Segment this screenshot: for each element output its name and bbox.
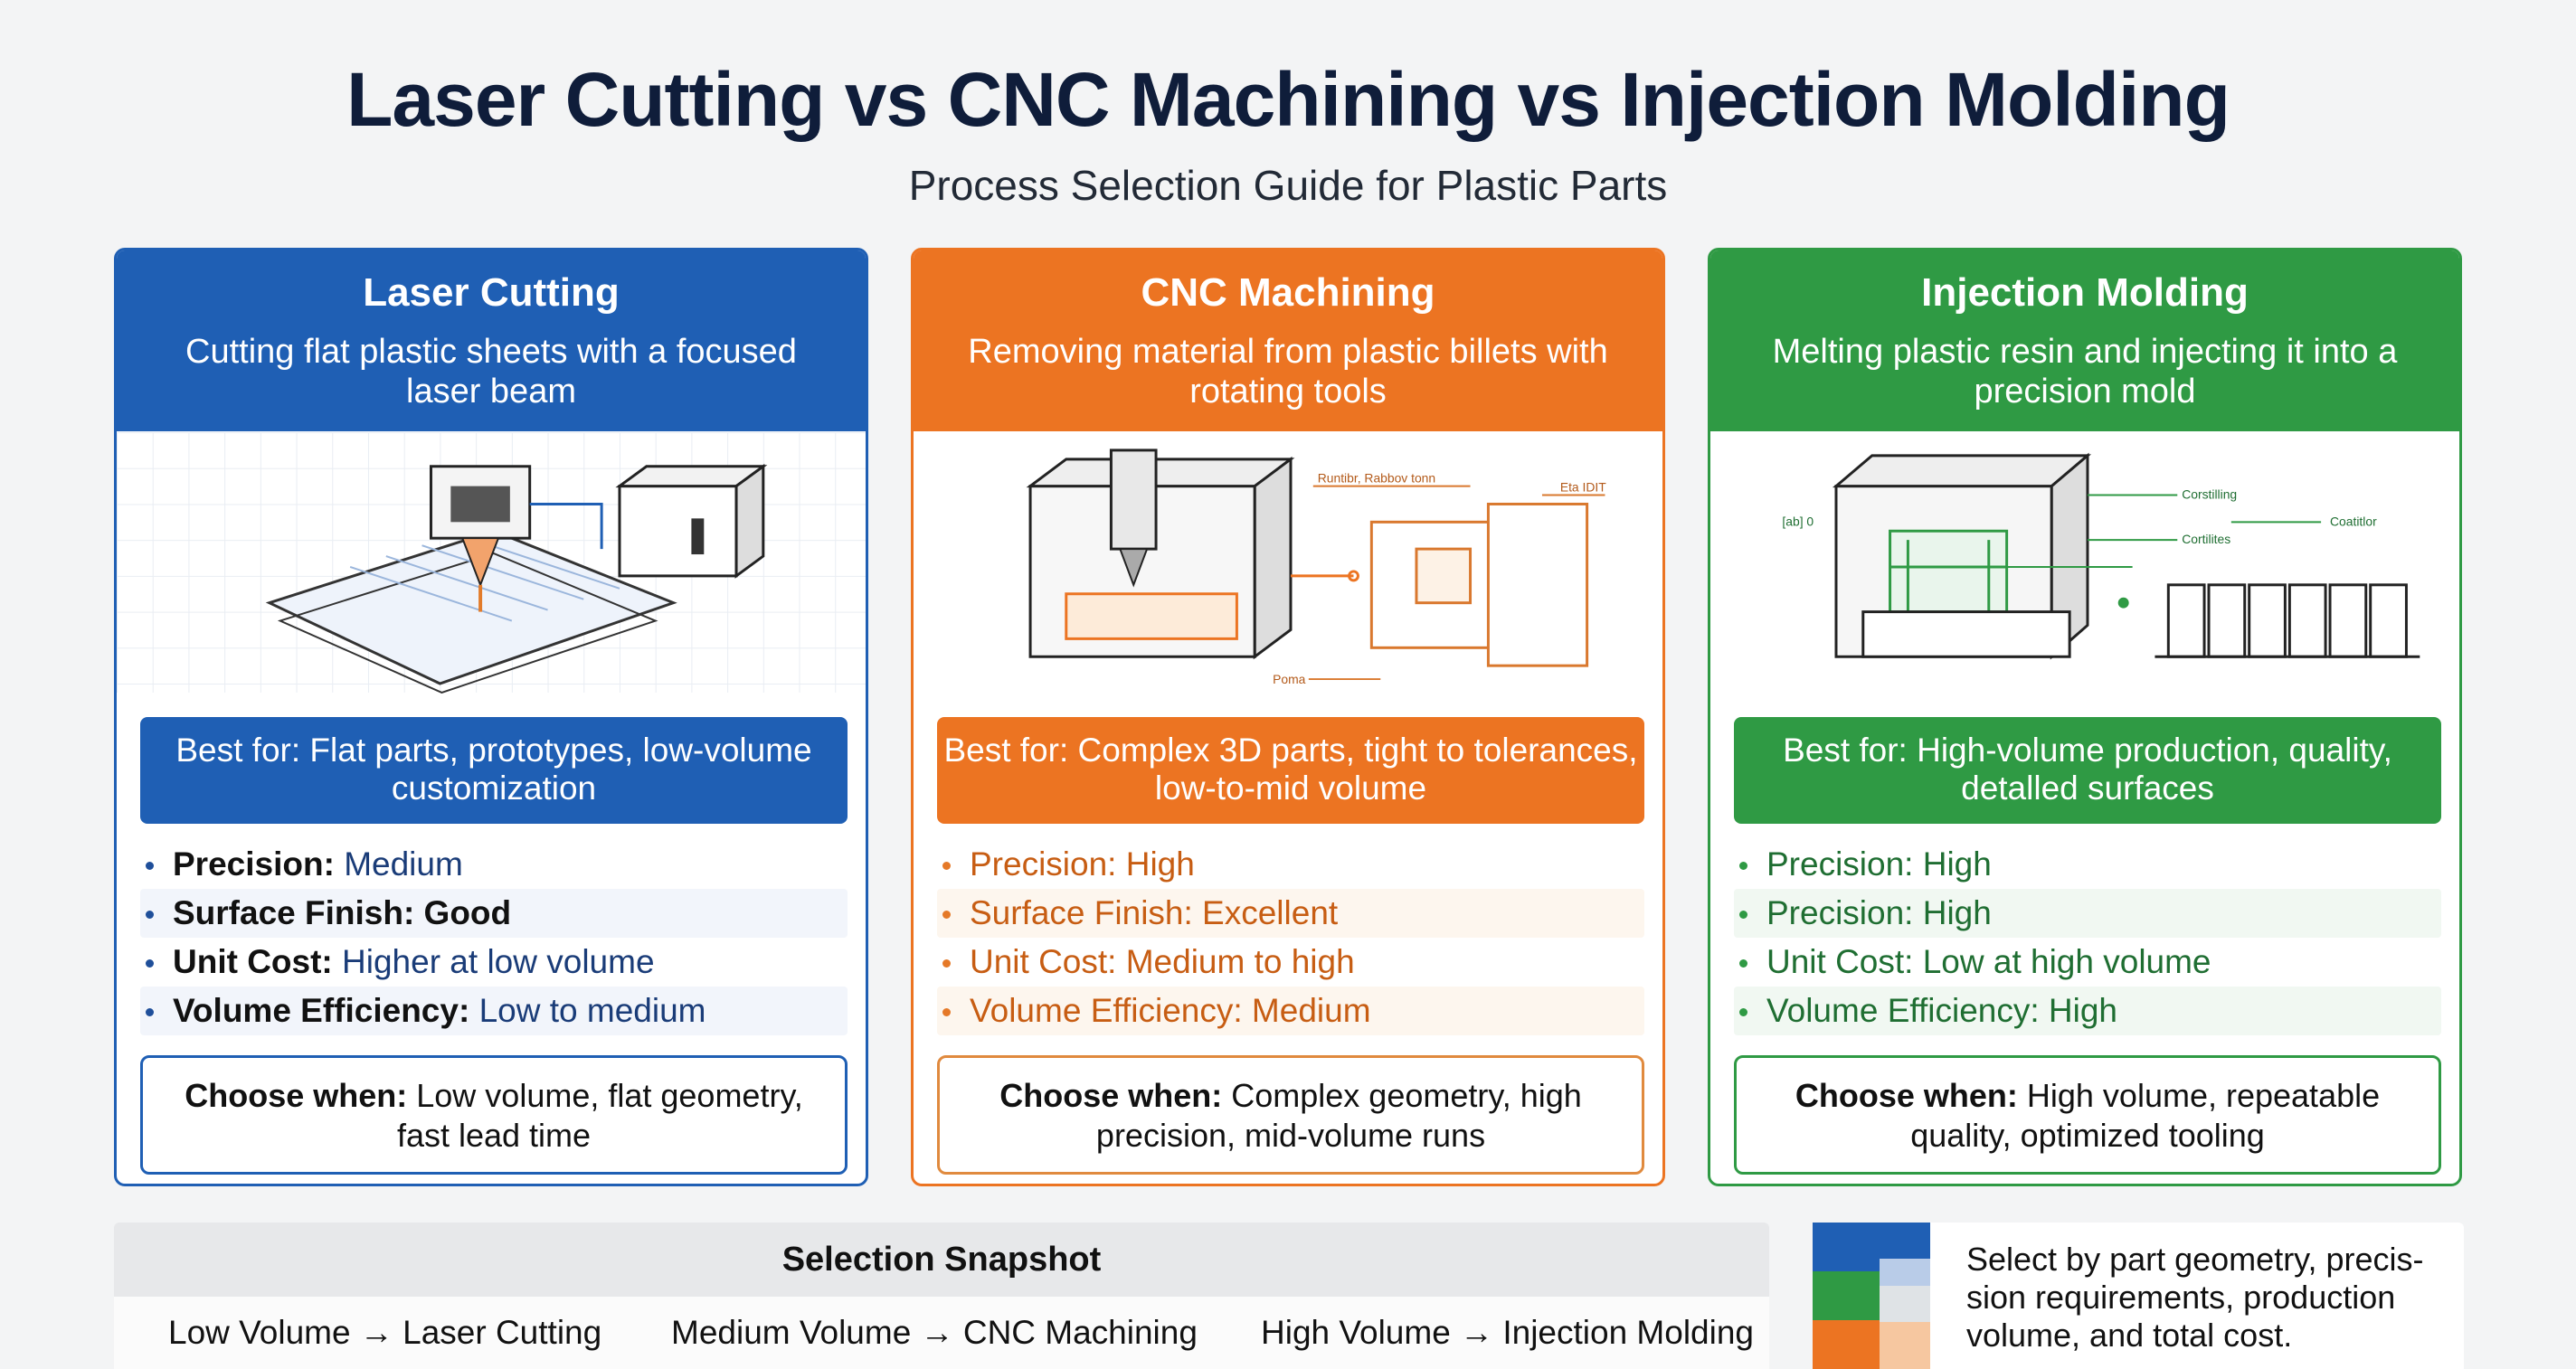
bullet-icon [942,862,951,870]
best-for-banner: Best for: Flat parts, prototypes, low-vo… [140,717,848,824]
page-title: Laser Cutting vs CNC Machining vs Inject… [346,57,2230,142]
card-title: CNC Machining [1141,270,1435,315]
bullet-icon [942,959,951,968]
list-item: Precision: High [1734,889,2441,938]
bullet-icon [942,911,951,919]
card-title: Injection Molding [1921,270,2249,315]
blue-swatch [1813,1223,1880,1271]
injection-molder-drawing: Corstilling Coatitlor Cortilites [ab] 0 [1782,452,2420,660]
bullet-icon [1739,1008,1747,1016]
illus-label: Poma [1273,672,1306,686]
green-swatch [1813,1271,1880,1320]
property-list: Precision: High Precision: High Unit Cos… [1734,840,2441,1035]
page-subtitle: Process Selection Guide for Plastic Part… [908,162,1668,209]
bullet-icon [146,862,154,870]
bullet-icon [146,911,154,919]
selection-note: Select by part geometry, precis-sion req… [1966,1241,2424,1354]
illus-label: Runtibr, Rabbov tonn [1318,471,1435,486]
list-item: Precision: High [1734,840,2441,889]
blue-swatch [1880,1223,1930,1259]
list-item: Volume Efficiency: Low to medium [140,987,848,1035]
bullet-icon [1739,862,1747,870]
list-item: Volume Efficiency: Medium [937,987,1644,1035]
bullet-icon [1739,911,1747,919]
property-list: Precision: High Surface Finish: Excellen… [937,840,1644,1035]
list-item: Surface Finish: Excellent [937,889,1644,938]
laser-cutting-card: Laser Cutting Cutting flat plastic sheet… [114,248,868,1186]
illus-label: Eta IDIT [1560,480,1606,495]
selection-note-panel: Select by part geometry, precis-sion req… [1813,1223,2464,1369]
choose-when-box: Choose when: Complex geometry, high prec… [937,1055,1644,1175]
card-title: Laser Cutting [363,270,620,315]
card-description: Cutting flat plastic sheets with a focus… [185,333,797,411]
injection-molding-card: Injection Molding Melting plastic resin … [1708,248,2462,1186]
card-header: Injection Molding Melting plastic resin … [1710,250,2459,431]
card-header: Laser Cutting Cutting flat plastic sheet… [117,250,866,431]
snapshot-item-high: High Volume → Injection Molding [1261,1314,1755,1351]
card-description: Melting plastic resin and injecting it i… [1772,333,2398,411]
list-item: Unit Cost: Medium to high [937,938,1644,987]
cnc-machine-illustration: Runtibr, Rabbov tonn Eta IDIT Poma [914,431,1662,694]
card-description: Removing material from plastic billets w… [968,333,1608,411]
list-item: Unit Cost: Higher at low volume [140,938,848,987]
property-list: Precision: Medium Surface Finish: Good U… [140,840,848,1035]
snapshot-title: Selection Snapshot [781,1241,1102,1279]
illus-label: Corstilling [2182,487,2237,502]
cnc-machine-drawing: Runtibr, Rabbov tonn Eta IDIT Poma [1026,448,1606,686]
best-for-banner: Best for: High-volume production, qualit… [1734,717,2441,824]
bullet-icon [146,1008,154,1016]
cnc-machining-card: CNC Machining Removing material from pla… [911,248,1665,1186]
orange-swatch [1813,1320,1880,1369]
card-header: CNC Machining Removing material from pla… [914,250,1662,431]
snapshot-item-low: Low Volume → Laser Cutting [168,1314,602,1351]
gray-swatch [1880,1286,1930,1322]
selection-snapshot: Selection Snapshot Low Volume → Laser Cu… [114,1223,1769,1369]
laser-cutter-drawing [117,432,866,694]
illus-label: Coatitlor [2330,514,2377,528]
list-item: Precision: Medium [140,840,848,889]
bullet-icon [146,959,154,968]
laser-cutter-illustration [117,431,866,694]
light-orange-swatch [1880,1322,1930,1369]
list-item: Unit Cost: Low at high volume [1734,938,2441,987]
snapshot-row: Low Volume → Laser Cutting Medium Volume… [114,1297,1769,1369]
choose-when-box: Choose when: Low volume, flat geometry, … [140,1055,848,1175]
list-item: Surface Finish: Good [140,889,848,938]
list-item: Volume Efficiency: High [1734,987,2441,1035]
illus-label: Cortilites [2182,532,2230,546]
light-blue-swatch [1880,1259,1930,1286]
snapshot-item-medium: Medium Volume → CNC Machining [671,1314,1198,1351]
bullet-icon [942,1008,951,1016]
illus-label: [ab] 0 [1782,514,1814,528]
bullet-icon [1739,959,1747,968]
best-for-banner: Best for: Complex 3D parts, tight to tol… [937,717,1644,824]
list-item: Precision: High [937,840,1644,889]
choose-when-box: Choose when: High volume, repeatable qua… [1734,1055,2441,1175]
injection-molder-illustration: Corstilling Coatitlor Cortilites [ab] 0 [1710,431,2459,694]
